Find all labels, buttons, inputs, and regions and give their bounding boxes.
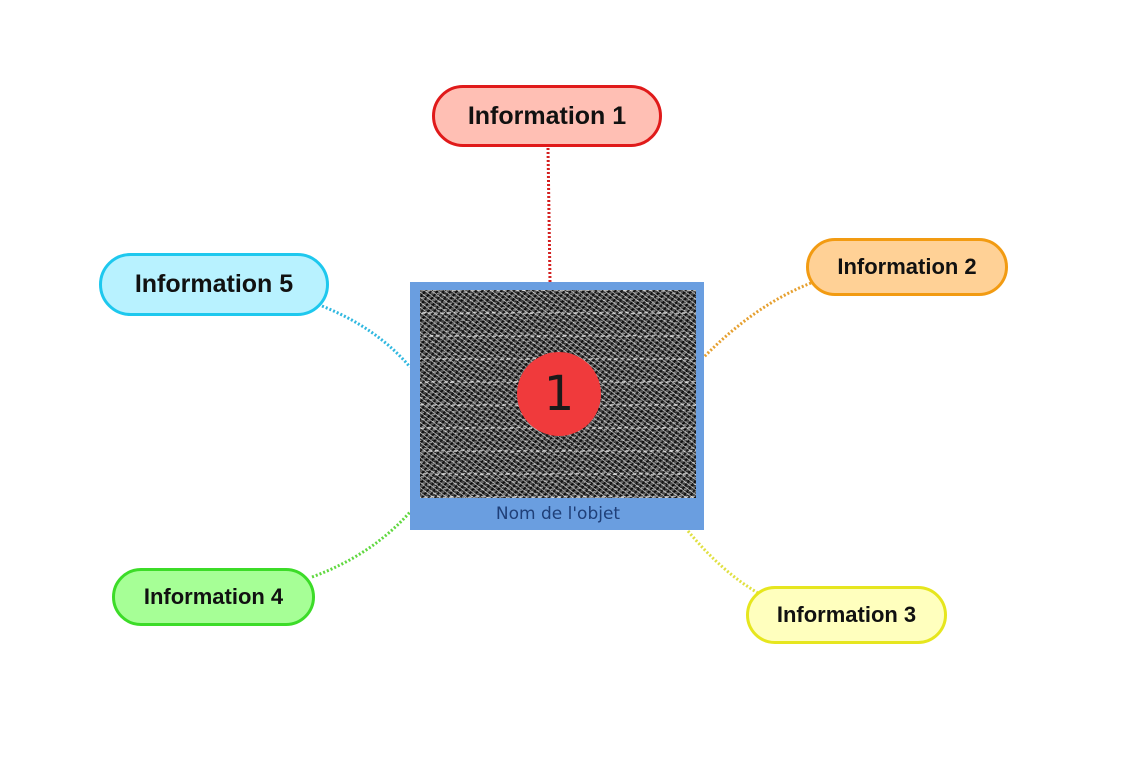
connector-information-2 [702, 281, 812, 359]
connector-information-4 [311, 511, 412, 579]
number-badge: 1 [517, 352, 601, 436]
information-node-4[interactable]: Information 4 [112, 568, 315, 626]
information-node-1[interactable]: Information 1 [432, 85, 662, 147]
information-node-3[interactable]: Information 3 [746, 586, 947, 644]
object-image: 1 [420, 290, 696, 498]
central-object-card[interactable]: 1 Nom de l'objet [410, 282, 704, 530]
information-node-2[interactable]: Information 2 [806, 238, 1008, 296]
object-name-caption: Nom de l'objet [495, 504, 621, 524]
connector-information-5 [321, 304, 412, 368]
connector-information-1 [546, 147, 552, 283]
information-node-5[interactable]: Information 5 [99, 253, 329, 316]
connector-information-3 [686, 530, 759, 595]
